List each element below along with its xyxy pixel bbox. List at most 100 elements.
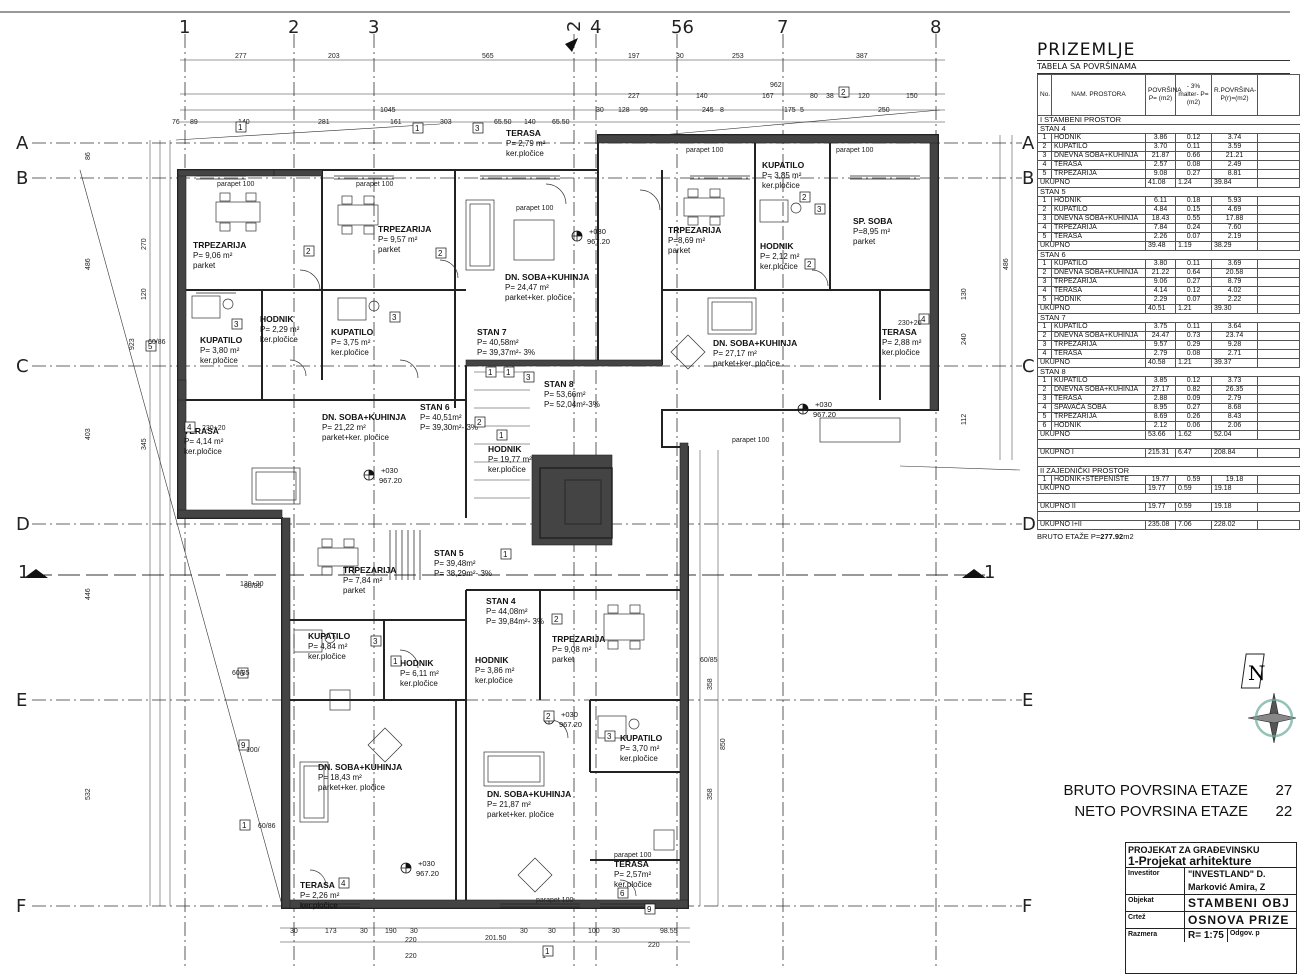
room-area: P= 2,88 m² — [882, 338, 922, 347]
annotation-text: parapet 100 — [356, 181, 393, 188]
room-name: DN. SOBA+KUHINJA — [318, 762, 402, 772]
toilet — [222, 298, 234, 310]
room-area: P= 7,84 m² — [343, 576, 383, 585]
room-finish: parket+ker. pločice — [322, 433, 389, 442]
col-header: POVRŠINA P= (m2) — [1145, 74, 1182, 116]
table-cell: STAN 6 — [1037, 250, 1300, 260]
stove — [329, 689, 351, 711]
table-cell: 1.24 — [1175, 178, 1212, 188]
room-area: P= 6,11 m² — [400, 669, 439, 678]
chair — [245, 222, 257, 232]
room-name: STAN 5 — [434, 548, 464, 558]
chair — [687, 216, 699, 226]
table-cell: 4 — [1037, 349, 1052, 359]
table-cell: 2.06 — [1211, 421, 1258, 431]
table-cell: UKUPNO I — [1037, 448, 1146, 458]
table-cell: 215.31 — [1145, 448, 1176, 458]
table-cell: 0.12 — [1175, 376, 1212, 386]
table-cell: 0.66 — [1175, 151, 1212, 161]
wall-solid — [177, 169, 275, 177]
table-cell: DNEVNA SOBA+KUHINJA — [1051, 214, 1146, 224]
room-area: P= 3,85 m² — [762, 171, 802, 180]
table-cell: HODNIK — [1051, 295, 1146, 305]
table-cell — [1257, 223, 1300, 233]
table-cell: 2.79 — [1145, 349, 1176, 359]
room-area: P= 4,14 m² — [184, 437, 224, 446]
coffee-table — [367, 727, 403, 763]
table-cell: 26.35 — [1211, 385, 1258, 395]
table-cell — [1037, 511, 1300, 521]
table-cell: 2.19 — [1211, 232, 1258, 242]
table-cell: 40.58 — [1145, 358, 1176, 368]
axis-label-row-left: F — [16, 896, 26, 917]
axis-label-row-right: B — [1022, 168, 1034, 189]
group-row: STAN 6 — [1037, 250, 1300, 260]
table-cell: 2 — [1037, 385, 1052, 395]
section-label: 1 — [18, 562, 29, 583]
table-cell: 1 — [1037, 259, 1052, 269]
table-cell: 3.80 — [1145, 259, 1176, 269]
element-number: 3 — [526, 373, 531, 382]
table-cell — [1257, 178, 1300, 188]
chair — [341, 195, 353, 205]
level-value: +030 — [381, 466, 398, 475]
table-header-row: No. NAM. PROSTORA POVRŠINA P= (m2) - 3% … — [1037, 74, 1300, 116]
room-name: TRPEZARIJA — [668, 225, 721, 235]
table-cell: 2.88 — [1145, 394, 1176, 404]
room-area: P= 19,77 m² — [488, 455, 532, 464]
room-finish: ker.pločice — [260, 335, 298, 344]
circled-number-icon — [235, 121, 247, 133]
axis-label-row-left: B — [16, 168, 28, 189]
room-finish: ker.pločice — [620, 754, 658, 763]
dimension-text: 30 — [360, 928, 368, 935]
room-name: KUPATILO — [762, 160, 805, 170]
table-cell: 1 — [1037, 475, 1052, 485]
room-name: TERASA — [184, 426, 219, 436]
table-cell: TRPEZARIJA — [1051, 340, 1146, 350]
table-cell: I STAMBENI PROSTOR — [1037, 115, 1300, 125]
element-number: 3 — [607, 732, 612, 741]
room-name: TERASA — [882, 327, 917, 337]
table-cell: 0.08 — [1175, 160, 1212, 170]
level-mark-fill — [369, 470, 374, 475]
table-cell: STAN 8 — [1037, 367, 1300, 377]
dimension-text: 532 — [85, 788, 92, 800]
wall-solid — [679, 442, 689, 909]
room-area: P= 3,80 m² — [200, 346, 240, 355]
annotation-text: parapet 100 — [686, 147, 723, 154]
dimension-text: 446 — [85, 588, 92, 600]
table-cell: 40.51 — [1145, 304, 1176, 314]
dimension-text: 403 — [85, 428, 92, 440]
door-swing — [299, 269, 321, 291]
table-cell: UKUPNO — [1037, 430, 1146, 440]
room-name: STAN 4 — [486, 596, 516, 606]
axis-label-row-left: A — [16, 133, 29, 154]
dimension-text: 173 — [325, 928, 337, 935]
room-name: HODNIK — [400, 658, 434, 668]
dimension-text: 220 — [405, 937, 417, 944]
wall-solid — [177, 169, 187, 519]
dimension-text: 245 — [702, 107, 714, 114]
circled-number-icon — [145, 340, 157, 352]
table-cell — [1257, 394, 1300, 404]
room-name: DN. SOBA+KUHINJA — [322, 412, 406, 422]
table-cell: 19.18 — [1211, 502, 1258, 512]
rug — [513, 219, 555, 261]
room-area: P= 21,87 m² — [487, 800, 531, 809]
bruto-value: 277.92 — [1100, 532, 1124, 541]
dining-table — [603, 613, 645, 641]
element-number: 1 — [488, 368, 493, 377]
room-name: KUPATILO — [331, 327, 374, 337]
circled-number-icon — [485, 366, 497, 378]
element-number: 2 — [841, 88, 846, 97]
circled-number-icon — [435, 247, 447, 259]
element-number: 3 — [475, 124, 480, 133]
element-number: 9 — [241, 741, 246, 750]
room-area: P= 3,75 m² — [331, 338, 371, 347]
